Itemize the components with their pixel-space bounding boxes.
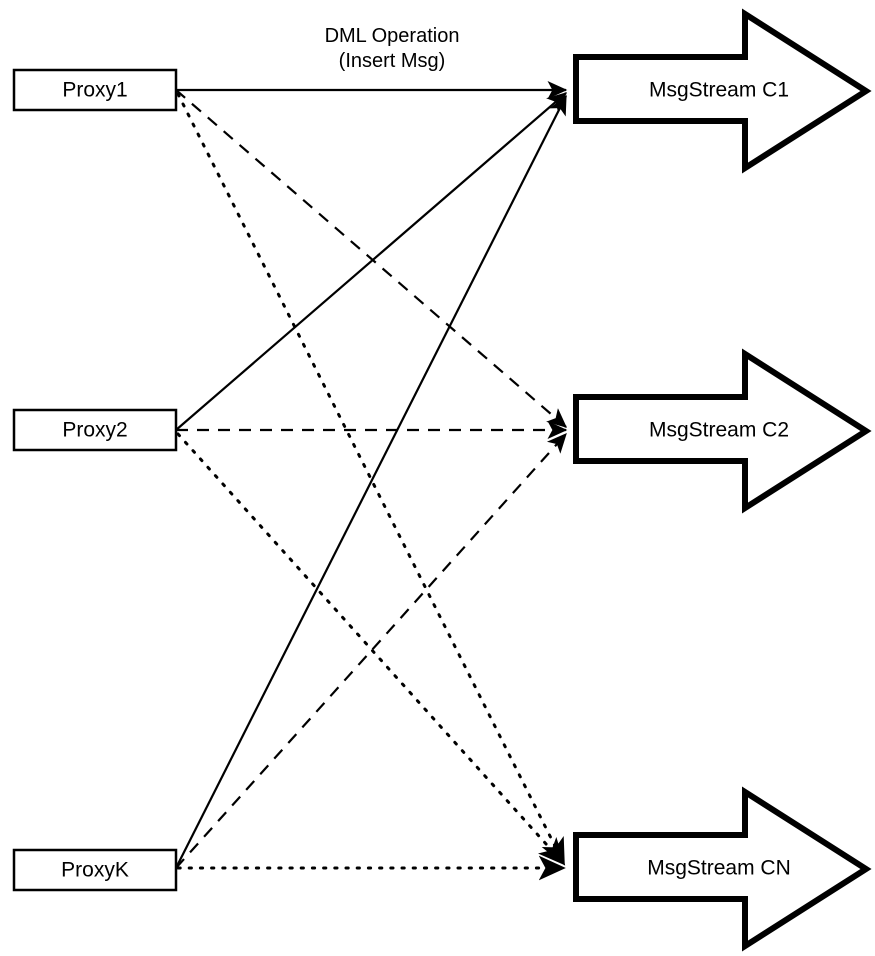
proxy1-label: Proxy1 (62, 79, 127, 102)
node-msgstream-c1[interactable]: MsgStream C1 (573, 8, 872, 174)
node-proxy1[interactable]: Proxy1 (12, 68, 178, 112)
msgstream-c2-arrow-shape[interactable] (573, 348, 872, 514)
proxyk-box[interactable] (12, 848, 178, 892)
node-proxyk[interactable]: ProxyK (12, 848, 178, 892)
msgstream-cn-label: MsgStream CN (647, 857, 791, 880)
proxyk-label: ProxyK (61, 859, 129, 882)
node-msgstream-cn[interactable]: MsgStream CN (573, 786, 872, 952)
msgstream-cn-arrow-shape[interactable] (573, 786, 872, 952)
node-proxy2[interactable]: Proxy2 (12, 408, 178, 452)
msgstream-c2-label: MsgStream C2 (649, 419, 789, 442)
proxy1-box[interactable] (12, 68, 178, 112)
proxy2-label: Proxy2 (62, 419, 127, 442)
connections-layer (175, 80, 568, 881)
connection-proxy2-stream-cn (176, 432, 566, 866)
edge-label-dml-operation: DML Operation (Insert Msg) (325, 25, 460, 72)
edge-label-line-1: DML Operation (325, 25, 460, 47)
connection-proxyk-stream-c1 (175, 94, 567, 869)
connection-proxyk-stream-c2 (175, 433, 567, 869)
connection-proxy1-stream-cn (176, 92, 566, 866)
connection-proxy2-stream-c1 (175, 92, 567, 431)
proxy2-box[interactable] (12, 408, 178, 452)
msgstream-c1-label: MsgStream C1 (649, 79, 789, 102)
connection-proxy1-stream-c2 (175, 89, 567, 428)
edge-label-line-2: (Insert Msg) (339, 50, 446, 72)
node-msgstream-c2[interactable]: MsgStream C2 (573, 348, 872, 514)
msgstream-c1-arrow-shape[interactable] (573, 8, 872, 174)
